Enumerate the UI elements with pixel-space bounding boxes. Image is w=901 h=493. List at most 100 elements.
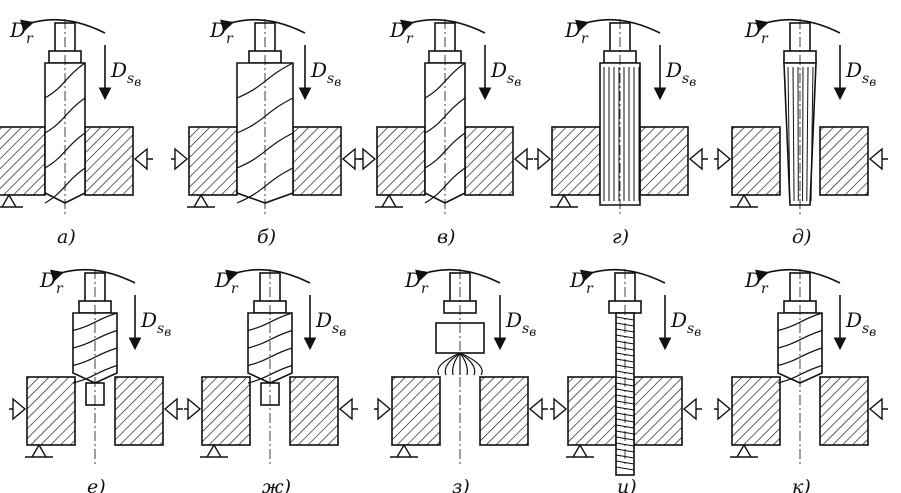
feed-label: Dsв xyxy=(845,58,876,89)
clamp-left-icon xyxy=(534,147,552,171)
feed-label: Dsв xyxy=(670,308,701,339)
rotation-arrow xyxy=(754,18,841,34)
workpiece-left xyxy=(551,126,601,196)
panel-caption: в) xyxy=(437,226,455,248)
panel-caption: г) xyxy=(612,226,629,248)
workpiece-left xyxy=(731,376,781,446)
rotation-label: Dr xyxy=(9,18,34,47)
flute-line xyxy=(792,66,795,202)
support-icon xyxy=(187,193,215,208)
workpiece-right xyxy=(289,376,339,446)
rotation-arrow xyxy=(574,18,661,34)
flute-line xyxy=(247,329,293,349)
support-icon xyxy=(375,193,403,208)
rotation-arrow xyxy=(579,268,666,284)
flute-line xyxy=(72,329,118,349)
panel-caption: а) xyxy=(57,226,76,248)
support-icon xyxy=(200,443,228,458)
workpiece-right xyxy=(114,376,164,446)
feed-label: Dsв xyxy=(665,58,696,89)
clamp-right-icon xyxy=(868,397,888,421)
rotation-arrow xyxy=(219,18,306,34)
panel-caption: к) xyxy=(792,476,811,493)
cutting-edge xyxy=(459,352,476,376)
flute-line xyxy=(247,364,293,384)
clamp-right-icon xyxy=(341,147,361,171)
flute-line xyxy=(72,347,118,367)
workpiece-left xyxy=(376,126,426,196)
workpiece-right xyxy=(633,376,683,446)
rotation-label: Dr xyxy=(209,18,234,47)
rotation-label: Dr xyxy=(39,268,64,297)
clamp-left-icon xyxy=(359,147,377,171)
clamp-right-icon xyxy=(133,147,153,171)
clamp-left-icon xyxy=(184,397,202,421)
workpiece-right xyxy=(479,376,529,446)
workpiece-left xyxy=(0,126,46,196)
feed-label: Dsв xyxy=(845,308,876,339)
clamp-right-icon xyxy=(528,397,548,421)
flute-line xyxy=(777,329,823,349)
clamp-left-icon xyxy=(374,397,392,421)
panel-caption: е) xyxy=(87,476,106,493)
support-icon xyxy=(730,443,758,458)
support-icon xyxy=(730,193,758,208)
feed-label: Dsв xyxy=(490,58,521,89)
rotation-label: Dr xyxy=(214,268,239,297)
feed-label: Dsв xyxy=(310,58,341,89)
feed-label: Dsв xyxy=(110,58,141,89)
workpiece-left xyxy=(188,126,238,196)
workpiece-left xyxy=(391,376,441,446)
panel-caption: ж) xyxy=(262,476,291,493)
flute-line xyxy=(787,66,791,202)
rotation-arrow xyxy=(414,268,501,284)
workpiece-right xyxy=(819,126,869,196)
cutting-edge xyxy=(437,352,461,376)
clamp-right-icon xyxy=(688,147,708,171)
rotation-arrow xyxy=(399,18,486,34)
rotation-arrow xyxy=(754,268,841,284)
panel-caption: з) xyxy=(452,476,470,493)
rotation-label: Dr xyxy=(564,18,589,47)
clamp-left-icon xyxy=(714,147,732,171)
feed-label: Dsв xyxy=(140,308,171,339)
rotation-label: Dr xyxy=(389,18,414,47)
clamp-left-icon xyxy=(171,147,189,171)
workpiece-right xyxy=(292,126,342,196)
clamp-left-icon xyxy=(9,397,27,421)
clamp-right-icon xyxy=(513,147,533,171)
rotation-arrow xyxy=(224,268,311,284)
workpiece-left xyxy=(567,376,617,446)
workpiece-right xyxy=(464,126,514,196)
panel-caption: и) xyxy=(617,476,637,493)
workpiece-right xyxy=(819,376,869,446)
support-icon xyxy=(0,193,23,208)
support-icon xyxy=(566,443,594,458)
rotation-label: Dr xyxy=(569,268,594,297)
flute-line xyxy=(777,347,823,367)
clamp-right-icon xyxy=(338,397,358,421)
feed-label: Dsв xyxy=(505,308,536,339)
rotation-label: Dr xyxy=(404,268,429,297)
clamp-right-icon xyxy=(163,397,183,421)
feed-label: Dsв xyxy=(315,308,346,339)
flute-line xyxy=(806,66,809,202)
flute-line xyxy=(247,347,293,367)
support-icon xyxy=(390,443,418,458)
support-icon xyxy=(550,193,578,208)
cutting-edge xyxy=(459,352,468,376)
flute-line xyxy=(72,364,118,384)
clamp-right-icon xyxy=(868,147,888,171)
support-icon xyxy=(25,443,53,458)
rotation-label: Dr xyxy=(744,18,769,47)
workpiece-right xyxy=(84,126,134,196)
